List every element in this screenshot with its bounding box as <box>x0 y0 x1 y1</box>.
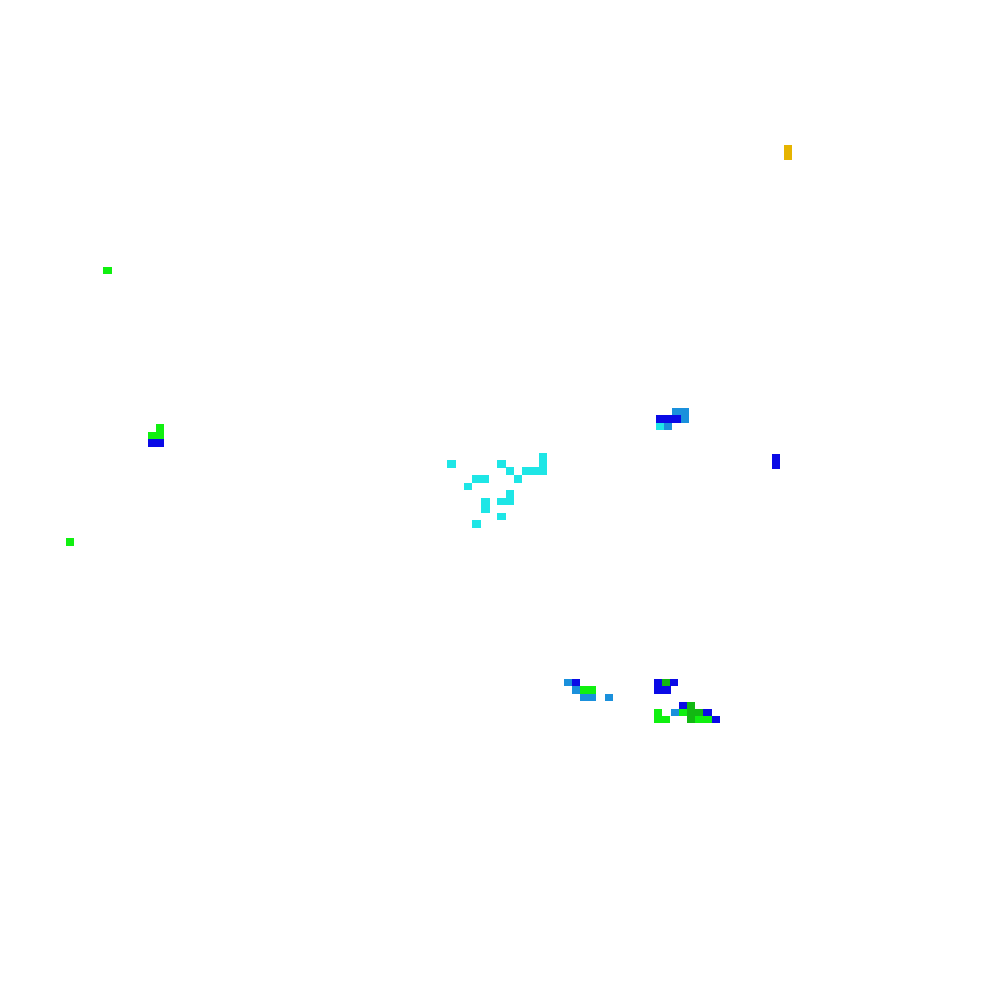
pixel-mark <box>506 467 514 475</box>
pixel-mark <box>497 513 506 520</box>
pixel-mark <box>572 679 580 686</box>
pixel-mark <box>572 686 580 694</box>
pixel-mark <box>784 145 792 160</box>
pixel-mark <box>662 679 670 686</box>
pixel-mark <box>66 538 74 546</box>
pixel-mark <box>472 520 481 528</box>
pixel-mark <box>539 453 547 467</box>
pixel-mark <box>522 467 547 475</box>
pixel-mark <box>670 679 678 686</box>
pixel-mark <box>672 408 689 416</box>
pixel-mark <box>679 702 687 709</box>
pixel-mark <box>687 702 695 709</box>
pixel-mark <box>772 454 780 469</box>
pixel-mark <box>712 716 720 723</box>
pixel-mark <box>703 709 712 716</box>
pixel-mark <box>506 490 514 498</box>
pixel-mark <box>103 267 112 274</box>
pixel-mark <box>671 709 679 716</box>
pixel-mark <box>695 716 712 723</box>
pixel-mark <box>580 686 596 694</box>
pixel-mark <box>580 694 596 701</box>
pixel-mark <box>687 709 703 716</box>
pixel-mark <box>654 709 662 723</box>
pixel-mark <box>464 483 472 490</box>
pixel-mark <box>564 679 572 686</box>
pixel-mark <box>497 498 514 505</box>
pixel-mark <box>662 686 671 694</box>
pixel-mark <box>687 716 695 723</box>
pixel-mark <box>662 716 670 723</box>
pixel-mark <box>472 475 489 483</box>
pixel-mark <box>605 694 613 701</box>
pixel-mark <box>681 415 689 423</box>
pixel-mark <box>679 709 687 716</box>
pixel-mark <box>481 498 490 513</box>
pixel-mark <box>148 432 164 439</box>
pixel-mark <box>656 423 664 430</box>
pixel-mark <box>497 460 506 468</box>
pixel-mark <box>148 439 164 447</box>
pixel-mark <box>447 460 456 468</box>
pixel-mark <box>656 415 681 423</box>
pixel-mark <box>156 424 164 432</box>
pixel-mark <box>664 423 672 430</box>
pixel-mark <box>514 475 522 483</box>
pixel-mark <box>654 679 662 694</box>
